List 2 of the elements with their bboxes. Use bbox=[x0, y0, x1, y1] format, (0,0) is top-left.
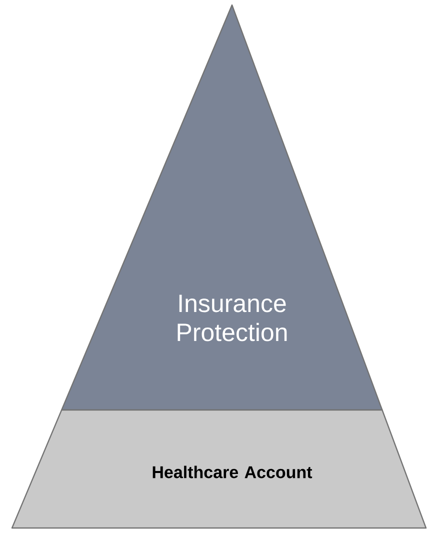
pyramid-band: Insurance Protection bbox=[61, 4, 383, 411]
pyramid-band: Healthcare Account bbox=[11, 409, 427, 529]
